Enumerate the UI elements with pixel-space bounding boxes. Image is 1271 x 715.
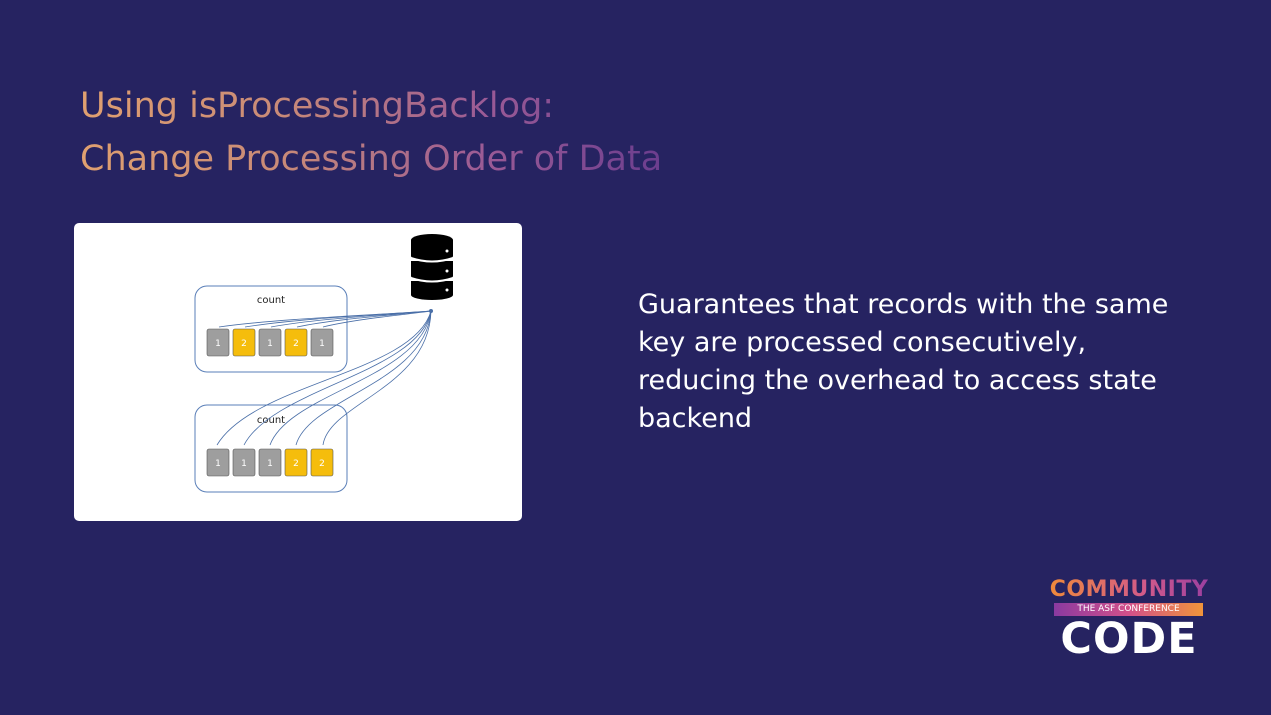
bottom-record-3 xyxy=(258,448,282,477)
top-record-1-key: 1 xyxy=(215,339,221,349)
top-operator-box xyxy=(194,285,348,373)
logo-community-text: COMMUNITY xyxy=(1049,577,1209,602)
slide-description: Guarantees that records with the same ke… xyxy=(638,289,1169,434)
slide-title: Using isProcessingBacklog: Change Proces… xyxy=(80,80,662,186)
bottom-record-1 xyxy=(206,448,230,477)
top-record-2 xyxy=(232,328,256,357)
diagram-card: count count 1 2 1 2 1 1 1 1 2 2 xyxy=(74,223,522,521)
bottom-record-3-key: 1 xyxy=(267,459,273,469)
slide-title-line-1: Using isProcessingBacklog: xyxy=(80,86,555,126)
top-record-3-key: 1 xyxy=(267,339,273,349)
bottom-record-4 xyxy=(284,448,308,477)
logo-band-text: THE ASF CONFERENCE xyxy=(1054,603,1203,616)
top-record-4 xyxy=(284,328,308,357)
bottom-record-1-key: 1 xyxy=(215,459,221,469)
slide-title-line-2: Change Processing Order of Data xyxy=(80,139,663,179)
database-icon xyxy=(410,234,454,300)
top-record-row: 1 2 1 2 1 xyxy=(206,328,334,357)
top-arrows xyxy=(218,310,432,328)
bottom-record-2-key: 1 xyxy=(241,459,247,469)
bottom-record-4-key: 2 xyxy=(293,459,299,469)
top-record-3 xyxy=(258,328,282,357)
bottom-record-5 xyxy=(310,448,334,477)
bottom-box-label: count xyxy=(257,415,285,426)
processing-order-diagram: count count 1 2 1 2 1 1 1 1 2 2 xyxy=(194,234,454,493)
bottom-record-row: 1 1 1 2 2 xyxy=(206,448,334,477)
top-record-1 xyxy=(206,328,230,357)
top-box-label: count xyxy=(257,295,285,306)
community-code-logo: COMMUNITY THE ASF CONFERENCE CODE xyxy=(1049,577,1209,664)
logo-code-text: CODE xyxy=(1060,614,1198,664)
top-record-4-key: 2 xyxy=(293,339,299,349)
top-record-2-key: 2 xyxy=(241,339,247,349)
bottom-record-5-key: 2 xyxy=(319,459,325,469)
bottom-arrows xyxy=(216,310,432,446)
top-record-5 xyxy=(310,328,334,357)
bottom-operator-box xyxy=(194,404,348,493)
top-record-5-key: 1 xyxy=(319,339,325,349)
bottom-record-2 xyxy=(232,448,256,477)
